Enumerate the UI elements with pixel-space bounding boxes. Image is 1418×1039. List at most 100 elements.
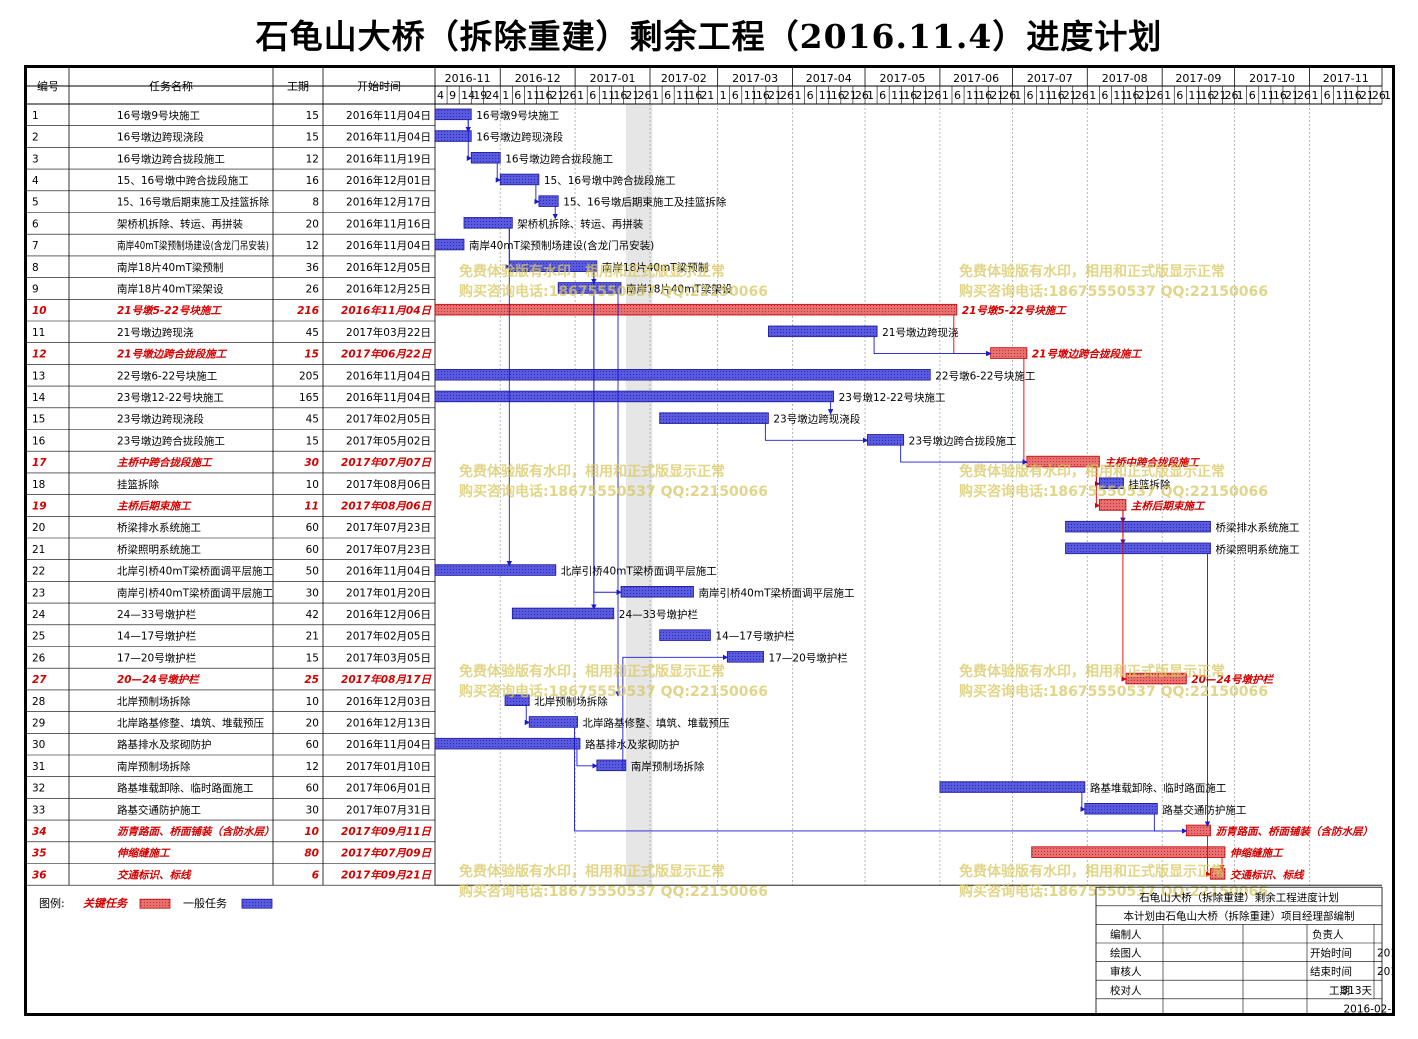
title-block-subtitle: 本计划由石龟山大桥（拆除重建）项目经理部编制 <box>1124 909 1355 922</box>
task-bar-12 <box>990 347 1028 359</box>
dependency-link <box>900 445 1028 465</box>
task-name: 16号墩边跨现浇段 <box>117 131 204 144</box>
task-start-date: 2016年12月03日 <box>346 695 431 708</box>
task-duration: 11 <box>304 500 319 512</box>
task-no: 26 <box>32 652 46 664</box>
day-tick-label: 11 <box>1113 89 1127 102</box>
task-name: 伸缩缝施工 <box>117 847 171 860</box>
day-tick-label: 21 <box>551 89 565 102</box>
task-name: 主桥后期束施工 <box>117 499 192 512</box>
day-tick-label: 11 <box>819 89 833 102</box>
month-label-2017-02: 2017-02 <box>661 72 707 85</box>
task-name: 20—24号墩护栏 <box>117 673 200 686</box>
month-label-2017-05: 2017-05 <box>879 72 925 85</box>
task-duration: 60 <box>306 783 319 795</box>
title-block-compiler: 编制人 <box>1110 928 1142 941</box>
title-block <box>1095 886 1383 1013</box>
task-name: 南岸40mT梁预制场建设(含龙门吊安装) <box>117 239 269 252</box>
task-name: 桥梁照明系统施工 <box>117 543 201 556</box>
task-bar-35 <box>1031 846 1226 858</box>
legend-normal-label: 一般任务 <box>183 897 227 910</box>
task-bar-3 <box>470 152 501 164</box>
task-name: 23号墩12-22号块施工 <box>117 391 224 404</box>
task-duration: 20 <box>306 717 319 729</box>
task-start-date: 2017年01月20日 <box>346 586 431 599</box>
month-label-2017-11: 2017-11 <box>1323 72 1369 85</box>
day-tick-label: 16 <box>1348 89 1362 102</box>
task-bar-label: 21号墩5-22号块施工 <box>962 304 1067 317</box>
task-bar-26 <box>726 651 764 663</box>
task-no: 17 <box>32 457 47 469</box>
day-tick-label: 16 <box>903 89 917 102</box>
task-bar-label: 伸缩缝施工 <box>1230 847 1284 860</box>
task-bar-25 <box>659 629 711 641</box>
task-no: 9 <box>32 283 39 295</box>
task-bar-label: 北岸预制场拆除 <box>534 695 608 708</box>
day-tick-label: 16 <box>688 89 702 102</box>
task-duration: 15 <box>306 435 319 447</box>
dependency-link <box>622 654 729 771</box>
column-header-start: 开始时间 <box>357 79 401 93</box>
task-no: 22 <box>32 566 45 578</box>
day-tick-label: 6 <box>1324 89 1331 102</box>
task-start-date: 2016年11月04日 <box>346 565 431 578</box>
day-tick-label: 26 <box>1297 89 1311 102</box>
task-no: 4 <box>32 175 39 187</box>
title-block-person-in-charge: 负责人 <box>1312 928 1344 941</box>
dependency-link <box>574 727 1188 834</box>
task-bar-label: 北岸引桥40mT梁桥面调平层施工 <box>561 565 717 578</box>
day-tick-label: 6 <box>1249 89 1256 102</box>
title-block-duration-value: 313天 <box>1341 985 1372 997</box>
day-tick-label: 26 <box>1225 89 1239 102</box>
task-start-date: 2017年03月05日 <box>346 651 431 664</box>
day-tick-label: 1 <box>942 89 949 102</box>
task-start-date: 2016年12月13日 <box>346 716 431 729</box>
task-name: 17—20号墩护栏 <box>117 651 196 664</box>
task-name: 16号墩9号块施工 <box>117 109 200 122</box>
task-no: 1 <box>32 110 39 122</box>
task-bar-19 <box>1098 499 1127 511</box>
task-name: 路基排水及浆砌防护 <box>117 738 212 751</box>
task-no: 2 <box>32 132 39 144</box>
month-label-2017-07: 2017-07 <box>1027 72 1073 85</box>
task-bar-label: 15、16号墩中跨合拢段施工 <box>544 174 676 187</box>
task-name: 挂篮拆除 <box>117 478 159 491</box>
day-tick-label: 16 <box>538 89 552 102</box>
task-start-date: 2017年08月06日 <box>341 499 432 512</box>
title-block-end-value: 2017年09月26日 <box>1377 965 1392 978</box>
task-name: 路基堆载卸除、临时路面施工 <box>117 782 254 795</box>
title-block-date: 2016-02-21 <box>1343 1003 1392 1013</box>
task-name: 北岸引桥40mT梁桥面调平层施工 <box>117 565 273 578</box>
day-tick-label: 26 <box>1002 89 1016 102</box>
watermark-text: 购买咨询电话:18675550537 QQ:22150066 <box>959 683 1268 700</box>
day-tick-label: 6 <box>954 89 961 102</box>
title-block-title: 石龟山大桥（拆除重建）剩余工程进度计划 <box>1139 891 1339 904</box>
dependency-link <box>764 423 869 444</box>
task-no: 8 <box>32 262 39 274</box>
day-tick-label: 1 <box>720 89 727 102</box>
task-duration: 60 <box>306 544 319 556</box>
task-start-date: 2016年12月06日 <box>346 608 431 621</box>
task-name: 交通标识、标线 <box>117 868 192 881</box>
task-start-date: 2016年11月19日 <box>346 152 431 165</box>
day-tick-label: 16 <box>1273 89 1287 102</box>
task-duration: 60 <box>306 739 319 751</box>
task-bar-5 <box>538 195 559 207</box>
day-tick-label: 11 <box>1188 89 1202 102</box>
task-no: 25 <box>32 631 45 643</box>
task-start-date: 2016年11月04日 <box>346 239 431 252</box>
day-tick-label: 16 <box>756 89 770 102</box>
task-name: 主桥中跨合拢段施工 <box>117 456 213 469</box>
task-bar-16 <box>867 434 905 446</box>
task-name: 21号墩5-22号块施工 <box>117 304 222 317</box>
day-tick-label: 21 <box>1212 89 1226 102</box>
task-bar-7 <box>434 238 465 251</box>
task-duration: 15 <box>306 110 319 122</box>
day-tick-label: 24 <box>485 89 499 102</box>
dependency-link <box>495 163 502 183</box>
task-duration: 12 <box>306 240 319 252</box>
task-start-date: 2017年08月17日 <box>341 673 432 686</box>
watermark-text: 免费体验版有水印，相用和正式版显示正常 <box>459 263 725 280</box>
day-tick-label: 6 <box>589 89 596 102</box>
task-duration: 42 <box>306 609 319 621</box>
